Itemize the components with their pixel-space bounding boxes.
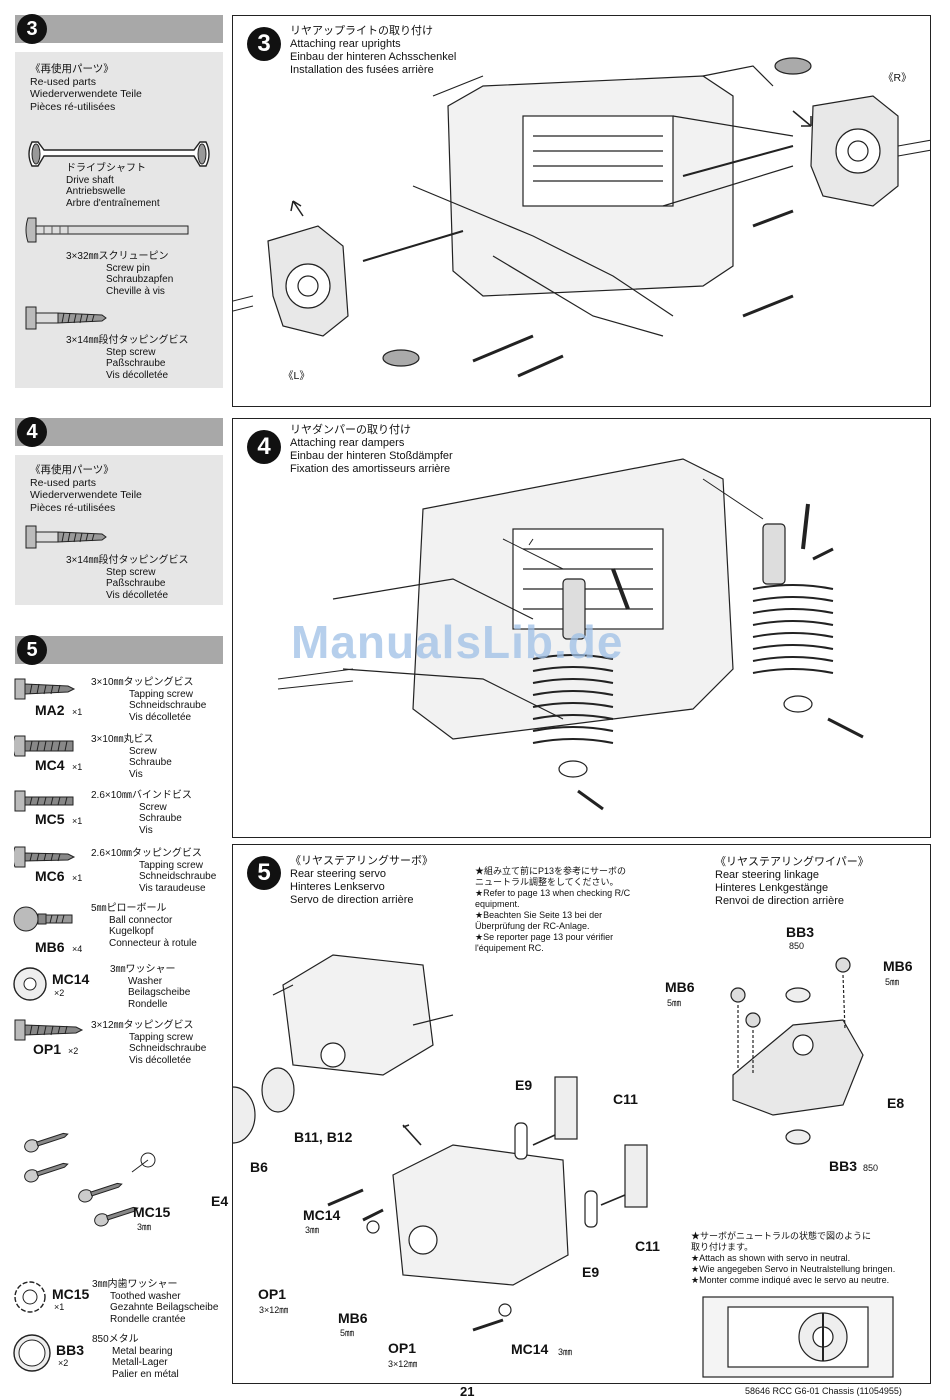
panel3-number: 3 (247, 27, 281, 61)
screw-pin-icon (25, 217, 189, 243)
step3-reused-title: 《再使用パーツ》 Re-used parts Wiederverwendete … (30, 63, 142, 113)
step-screw-icon (25, 306, 107, 330)
step3-step-screw-label: 3×14㎜段付タッピングビス Step screw Paßschraube Vi… (66, 335, 189, 381)
step4-header-bar: 4 (15, 417, 223, 447)
panel3-title: リヤアップライトの取り付け Attaching rear uprights Ei… (290, 25, 457, 76)
label-c11-bottom: C11 (635, 1238, 660, 1254)
label-c11-top: C11 (613, 1091, 638, 1107)
part-code-mc5: MC5 (35, 811, 65, 827)
step4-step-screw-label: 3×14㎜段付タッピングビス Step screw Paßschraube Vi… (66, 555, 189, 601)
label-mb6: MB6 (338, 1310, 368, 1326)
part-code-mc15: MC15 (52, 1286, 90, 1302)
part-desc-mc15: 3㎜内歯ワッシャー Toothed washer Gezahnte Beilag… (92, 1279, 219, 1325)
part-desc-mc5: 2.6×10㎜バインドビス Screw Schraube Vis (91, 790, 192, 836)
part-code-mc6: MC6 (35, 868, 65, 884)
label-right: 《R》 (883, 72, 912, 84)
loose-screws-illustration (24, 1132, 156, 1227)
drive-shaft-label: ドライブシャフト Drive shaft Antriebswelle Arbre… (66, 163, 160, 209)
part-code-op1: OP1 (33, 1041, 62, 1057)
step4-diagram-panel: 4 リヤダンパーの取り付け Attaching rear dampers Ein… (232, 418, 931, 838)
manual-code: 58646 RCC G6-01 Chassis (11054955) (745, 1386, 902, 1396)
label-op1-bottom: OP1 (388, 1340, 417, 1356)
bind-screw-icon (14, 790, 74, 812)
label-mc15-loose: MC15 (133, 1204, 171, 1220)
screw-pin-label: 3×32㎜スクリューピン Screw pin Schraubzapfen Che… (66, 251, 174, 297)
part-code-mc4: MC4 (35, 757, 65, 773)
round-screw-icon (14, 735, 74, 757)
step3-header-bar: 3 (15, 14, 223, 44)
watermark-text: ManualsLib.de (291, 616, 624, 668)
label-b11-b12: B11, B12 (294, 1129, 353, 1145)
washer-icon (13, 967, 47, 1001)
panel5-title: 《リヤステアリングサーボ》 Rear steering servo Hinter… (290, 855, 433, 906)
step4-reused-title: 《再使用パーツ》 Re-used parts Wiederverwendete … (30, 464, 142, 514)
rc-check-note: ★組み立て前にP13を参考にサーボの ニュートラル調整をしてください。 ★Ref… (475, 866, 631, 953)
label-e4: E4 (211, 1193, 229, 1209)
part-desc-op1: 3×12㎜タッピングビス Tapping screw Schneidschrau… (91, 1020, 207, 1066)
step5-header-bar: 5 (15, 635, 223, 665)
part-desc-mc14: 3㎜ワッシャー Washer Beilagscheibe Rondelle (110, 964, 191, 1010)
step3-reused-parts-panel (15, 52, 223, 388)
part-code-mc14: MC14 (52, 971, 90, 987)
ball-connector-icon (13, 906, 73, 932)
panel4-title: リヤダンパーの取り付け Attaching rear dampers Einba… (290, 424, 453, 475)
label-op1-left: OP1 (258, 1286, 287, 1302)
label-b6: B6 (250, 1159, 268, 1175)
panel5-number: 5 (247, 856, 281, 890)
rear-steering-servo-drawing (233, 954, 894, 1378)
step3-number: 3 (17, 14, 47, 44)
step3-diagram-panel: 3 リヤアップライトの取り付け Attaching rear uprights … (232, 15, 931, 407)
tapping-screw-icon (14, 1019, 84, 1041)
step5-number: 5 (17, 635, 47, 665)
step-screw-icon (25, 525, 107, 549)
panel4-number: 4 (247, 430, 281, 464)
part-code-ma2: MA2 (35, 702, 65, 718)
tapping-screw-icon (14, 678, 76, 700)
linkage-title: 《リヤステアリングワイパー》 Rear steering linkage Hin… (715, 856, 869, 907)
toothed-washer-icon (14, 1281, 46, 1313)
rear-damper-assembly-drawing (277, 458, 864, 811)
label-left: 《L》 (283, 370, 310, 382)
part-desc-mb6: 5㎜ピローボール Ball connector Kugelkopf Connec… (91, 903, 197, 949)
label-mc14-upper: MC14 (303, 1207, 341, 1223)
step4-number: 4 (17, 417, 47, 447)
label-mb6-right: MB6 (883, 958, 913, 974)
part-desc-bb3: 850メタル Metal bearing Metall-Lager Palier… (92, 1334, 179, 1380)
servo-neutral-note: ★サーボがニュートラルの状態で図のように 取り付けます。 ★Attach as … (691, 1231, 896, 1285)
tapping-screw-icon (14, 846, 76, 868)
label-e9-bottom: E9 (582, 1264, 600, 1280)
label-e8: E8 (887, 1095, 905, 1111)
page-number: 21 (460, 1384, 475, 1399)
metal-bearing-icon (13, 1334, 51, 1372)
step5-diagram-panel: 5 《リヤステアリングサーボ》 Rear steering servo Hint… (211, 844, 931, 1384)
label-bb3-bottom: BB3 (829, 1158, 858, 1174)
label-bb3-top: BB3 (786, 924, 815, 940)
rear-upright-assembly-drawing (233, 57, 930, 378)
part-code-bb3: BB3 (56, 1342, 85, 1358)
label-mb6-left: MB6 (665, 979, 695, 995)
part-desc-ma2: 3×10㎜タッピングビス Tapping screw Schneidschrau… (91, 677, 207, 723)
label-e9-top: E9 (515, 1077, 533, 1093)
drive-shaft-icon (28, 141, 210, 167)
label-mc14-lower: MC14 (511, 1341, 549, 1357)
part-desc-mc6: 2.6×10㎜タッピングビス Tapping screw Schneidschr… (91, 848, 217, 894)
part-code-mb6: MB6 (35, 939, 65, 955)
step4-reused-parts-panel (15, 455, 223, 605)
part-desc-mc4: 3×10㎜丸ビス Screw Schraube Vis (91, 734, 172, 780)
